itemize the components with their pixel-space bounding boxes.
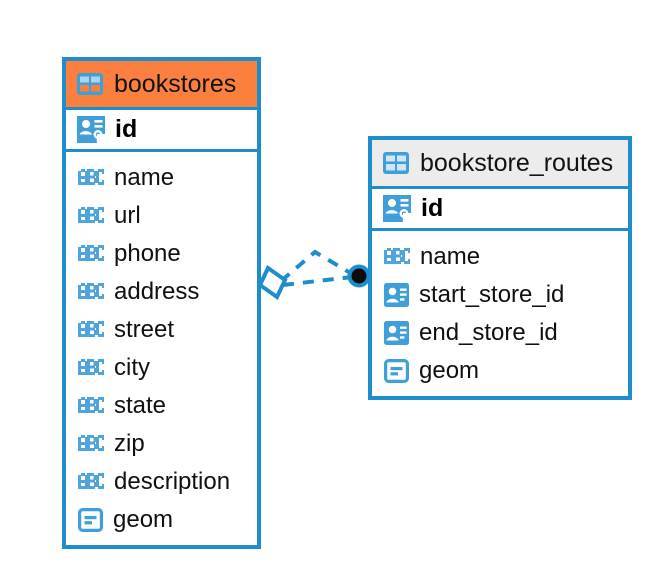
table-grid-icon [77,73,103,95]
primary-key-label-bookstore-routes: id [421,194,444,222]
text-type-icon [78,321,105,339]
field-row-state[interactable]: state [66,387,257,425]
text-type-icon [384,248,411,266]
field-label: geom [419,357,480,384]
text-type-icon [78,359,105,377]
field-label: address [114,278,200,305]
field-row-zip[interactable]: zip [66,425,257,463]
entity-header-bookstores[interactable]: bookstores [66,61,257,107]
primary-key-row-bookstores[interactable]: id [66,107,257,152]
text-type-icon [78,473,105,491]
field-row-city[interactable]: city [66,349,257,387]
field-row-street[interactable]: street [66,311,257,349]
field-label: name [114,164,175,191]
primary-key-icon [77,116,105,143]
table-grid-icon [383,152,409,174]
entity-title-bookstore-routes: bookstore_routes [420,148,614,177]
primary-key-row-bookstore-routes[interactable]: id [372,186,628,231]
field-row-name[interactable]: name [66,159,257,197]
relationship-line-arc [279,249,354,283]
field-list-bookstore-routes: name start_store_id [372,231,628,396]
primary-key-label-bookstores: id [115,115,138,143]
field-row-geom[interactable]: geom [66,501,257,539]
field-label: zip [114,430,145,457]
field-row-start-store-id[interactable]: start_store_id [372,276,628,314]
text-type-icon [78,207,105,225]
entity-table-bookstores[interactable]: bookstores id [62,57,261,549]
text-type-icon [78,169,105,187]
foreign-key-icon [384,283,409,307]
text-type-icon [78,397,105,415]
filled-circle-marker [347,264,371,288]
field-label: description [114,468,231,495]
foreign-key-icon [384,321,409,345]
field-label: street [114,316,175,343]
diamond-open-marker [257,264,288,301]
field-label: phone [114,240,181,267]
field-label: city [114,354,150,381]
text-type-icon [78,245,105,263]
field-label: url [114,202,141,229]
geometry-type-icon [78,508,103,532]
field-list-bookstores: name [66,152,257,545]
text-type-icon [78,283,105,301]
geometry-type-icon [384,359,409,383]
field-row-url[interactable]: url [66,197,257,235]
field-row-end-store-id[interactable]: end_store_id [372,314,628,352]
field-label: end_store_id [419,319,558,346]
entity-title-bookstores: bookstores [114,69,237,98]
text-type-icon [78,435,105,453]
field-label: start_store_id [419,281,565,308]
field-row-phone[interactable]: phone [66,235,257,273]
relationship-line-straight [282,275,353,287]
entity-header-bookstore-routes[interactable]: bookstore_routes [372,140,628,186]
entity-table-bookstore-routes[interactable]: bookstore_routes id [368,136,632,400]
field-label: state [114,392,167,419]
field-row-geom[interactable]: geom [372,352,628,390]
primary-key-icon [383,195,411,222]
field-label: name [420,243,481,270]
field-row-name[interactable]: name [372,238,628,276]
field-label: geom [113,506,174,533]
field-row-address[interactable]: address [66,273,257,311]
field-row-description[interactable]: description [66,463,257,501]
